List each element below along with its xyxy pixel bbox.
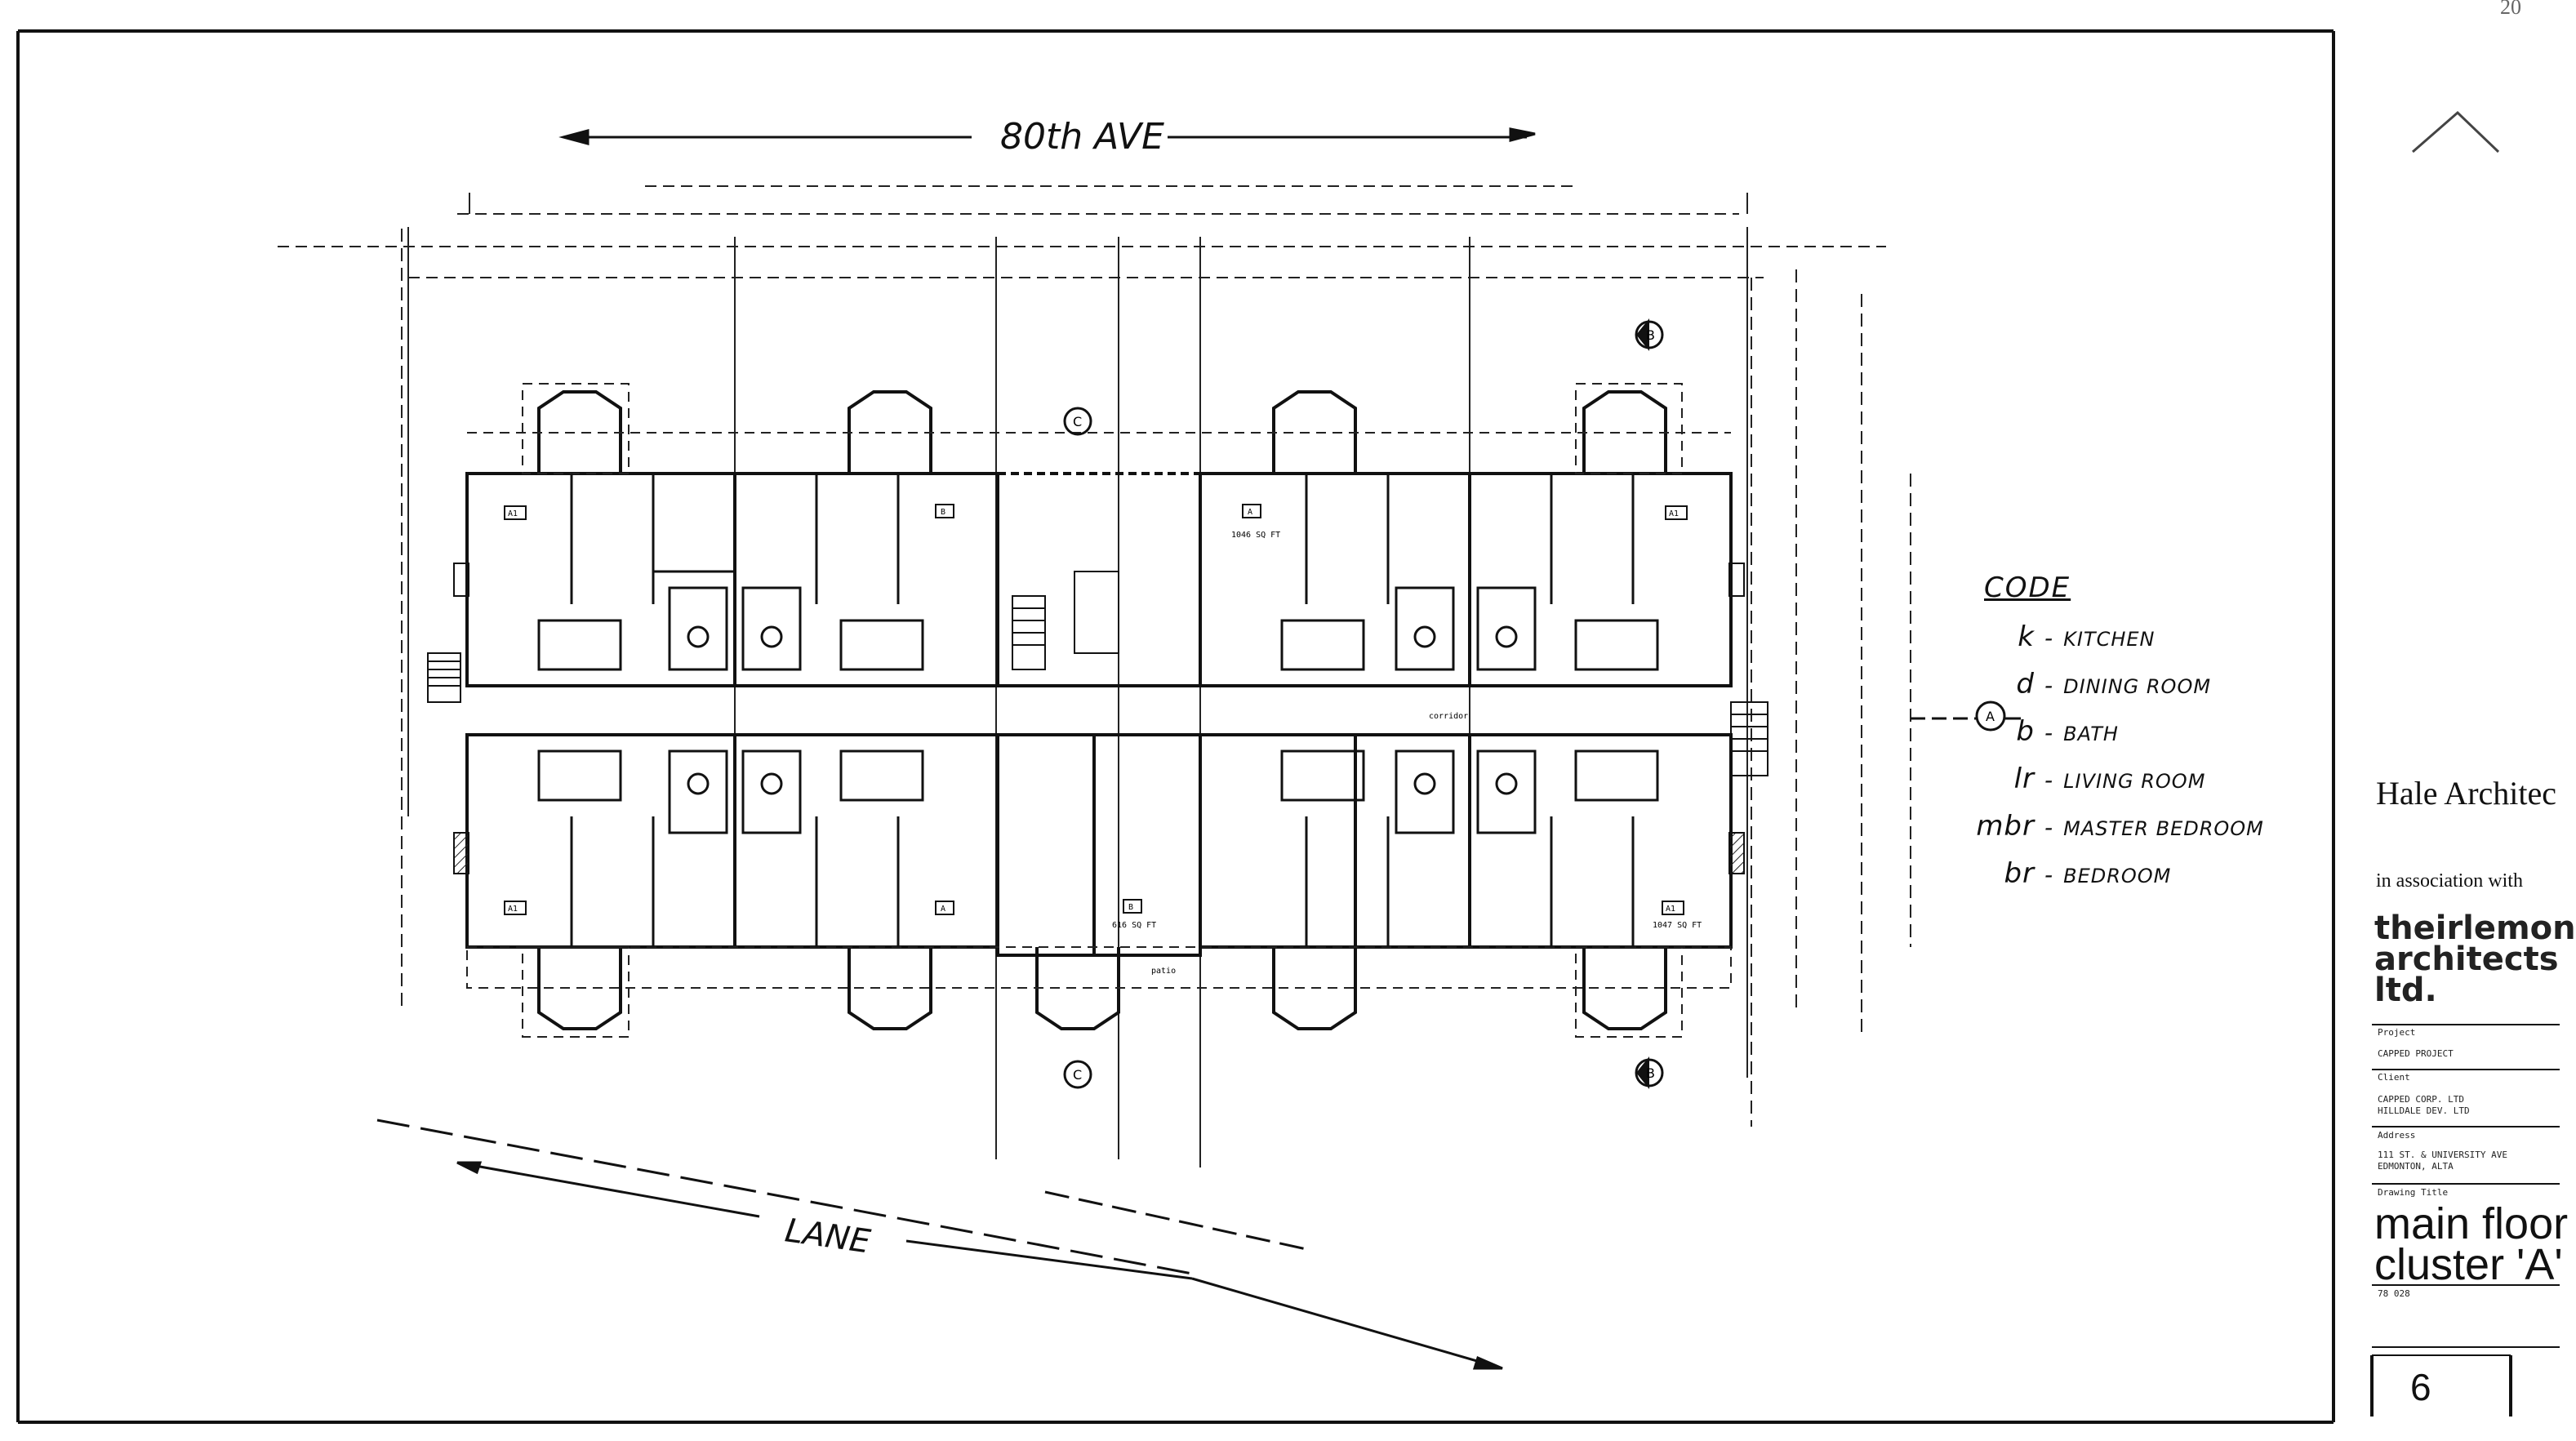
job-number: 78 028 xyxy=(2378,1288,2410,1299)
interior-partitions xyxy=(537,474,1659,947)
unit-label: A xyxy=(941,905,945,914)
section-marker-label: A xyxy=(1986,709,1995,724)
lane-lines xyxy=(376,1119,1503,1370)
unit-label: B xyxy=(1128,903,1133,912)
legend: k - KITCHEN d - DINING ROOM b - BATH lr … xyxy=(1976,620,2264,905)
address-label: Address xyxy=(2378,1130,2416,1141)
legend-title: CODE xyxy=(1984,572,2071,604)
unit-label: A1 xyxy=(1669,509,1679,518)
bay-windows-north xyxy=(537,390,1667,474)
section-marker-label: C xyxy=(1073,414,1082,429)
page-corner-number: 20 xyxy=(2500,0,2521,19)
unit-area: 1047 SQ FT xyxy=(1653,921,1702,930)
legend-dash: - xyxy=(2044,861,2054,888)
section-marker-label: B xyxy=(1646,327,1655,343)
association-text: in association with xyxy=(2376,870,2523,892)
street-arrow-top xyxy=(558,127,1536,145)
legend-desc: DINING ROOM xyxy=(2063,675,2212,698)
building-walls xyxy=(465,472,1733,957)
unit-area: 616 SQ FT xyxy=(1112,921,1156,930)
stairs xyxy=(427,571,1768,776)
legend-item: b - BATH xyxy=(1976,715,2264,763)
legend-desc: LIVING ROOM xyxy=(2063,770,2206,793)
client-label: Client xyxy=(2378,1072,2410,1083)
legend-dash: - xyxy=(2044,814,2054,841)
legend-dash: - xyxy=(2044,719,2054,746)
legend-key: mbr xyxy=(1976,810,2035,843)
unit-area: 1046 SQ FT xyxy=(1231,531,1280,540)
project-name: CAPPED PROJECT xyxy=(2378,1048,2454,1059)
unit-label: A1 xyxy=(1666,905,1675,914)
corridor-label: corridor xyxy=(1429,712,1468,721)
legend-item: br - BEDROOM xyxy=(1976,857,2264,905)
legend-dash: - xyxy=(2044,767,2054,794)
address-line-2: EDMONTON, ALTA xyxy=(2378,1161,2454,1172)
patio-label: patio xyxy=(1151,967,1176,976)
legend-desc: KITCHEN xyxy=(2063,628,2156,651)
unit-label: B xyxy=(941,508,945,517)
unit-label: A1 xyxy=(508,509,518,518)
north-arrow-icon xyxy=(2412,110,2500,153)
legend-desc: BEDROOM xyxy=(2063,865,2172,887)
legend-desc: MASTER BEDROOM xyxy=(2063,817,2264,840)
unit-label: A1 xyxy=(508,905,518,914)
dimension-lines-top xyxy=(278,185,1886,278)
legend-dash: - xyxy=(2044,672,2054,699)
legend-item: lr - LIVING ROOM xyxy=(1976,763,2264,810)
legend-key: d xyxy=(2016,668,2035,700)
section-marker-label: B xyxy=(1646,1065,1655,1081)
unit-labels: A1 B A 1046 SQ FT A1 A1 A B 616 SQ FT A1… xyxy=(504,504,1702,976)
legend-item: mbr - MASTER BEDROOM xyxy=(1976,810,2264,857)
firm-name: Hale Architec xyxy=(2376,775,2556,812)
title-block-frame xyxy=(2370,1024,2560,1417)
street-name-bottom: LANE xyxy=(783,1212,874,1261)
sheet-border xyxy=(16,29,2335,1424)
client-name-1: CAPPED CORP. LTD xyxy=(2378,1094,2464,1105)
section-marker-label: C xyxy=(1073,1067,1082,1083)
drawing-title: main floor cluster 'A' xyxy=(2374,1199,2569,1289)
legend-item: k - KITCHEN xyxy=(1976,620,2264,668)
legend-dash: - xyxy=(2044,625,2054,652)
address-line-1: 111 ST. & UNIVERSITY AVE xyxy=(2378,1150,2507,1160)
legend-desc: BATH xyxy=(2063,723,2119,745)
bay-windows-south xyxy=(537,947,1667,1030)
section-markers: B A B C C xyxy=(1063,318,2006,1089)
sheet-number: 6 xyxy=(2410,1366,2431,1408)
legend-key: k xyxy=(2018,620,2035,653)
street-name-top: 80th AVE xyxy=(1000,116,1164,158)
unit-label: A xyxy=(1248,508,1252,517)
legend-key: br xyxy=(2004,857,2035,890)
drawing-title-label: Drawing Title xyxy=(2378,1187,2449,1198)
fireplaces xyxy=(453,563,1745,874)
project-label: Project xyxy=(2378,1027,2416,1038)
associate-logo: theirlemon architects ltd. xyxy=(2374,910,2576,1009)
patio-outlines xyxy=(466,383,1732,1038)
legend-item: d - DINING ROOM xyxy=(1976,668,2264,715)
client-name-2: HILLDALE DEV. LTD xyxy=(2378,1105,2470,1116)
bathroom-fixtures xyxy=(668,586,1537,834)
legend-key: lr xyxy=(2013,763,2035,795)
legend-key: b xyxy=(2016,715,2035,748)
